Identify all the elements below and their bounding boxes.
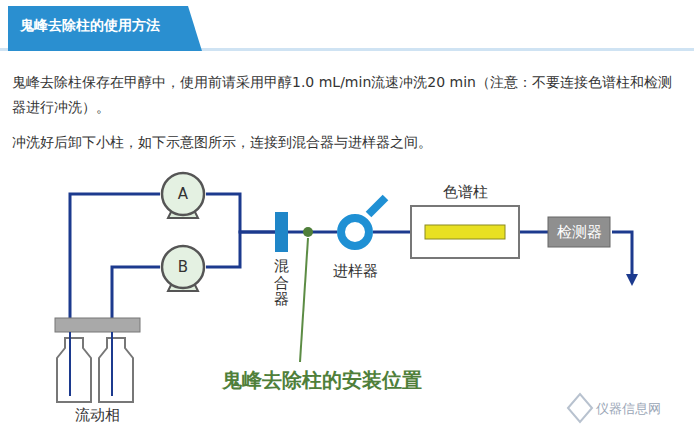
flow-pipe: [70, 194, 160, 318]
paragraph-text: 鬼峰去除柱保存在甲醇中，使用前请采用甲醇1.0 mL/min流速冲洗20 min…: [12, 70, 682, 120]
detector-box: 检测器: [548, 217, 610, 247]
node-label: 混合器: [274, 258, 289, 308]
injector-outline: [337, 214, 373, 250]
leader-line: [300, 238, 308, 362]
pump-b: B: [160, 245, 206, 293]
mixer-outline: [275, 212, 288, 252]
node-label: 流动相: [75, 406, 120, 425]
flow-pipe: [112, 267, 160, 318]
watermark-text: 仪器信息网: [596, 400, 661, 418]
column-outline: [410, 205, 520, 259]
flow-pipe: [520, 231, 548, 234]
mixer-block: 混合器: [275, 212, 288, 252]
bottles-outline: [55, 318, 140, 402]
watermark-icon: [568, 394, 592, 422]
flow-pipe: [373, 231, 410, 234]
callout-label: 鬼峰去除柱的安装位置: [222, 367, 422, 394]
node-label: 检测器: [557, 223, 602, 242]
pump-a: A: [160, 172, 206, 220]
flow-pipe: [206, 194, 275, 232]
node-label: A: [178, 185, 188, 203]
install-dot: [303, 227, 313, 237]
waste-arrow: [626, 274, 638, 286]
flow-pipe: [206, 232, 275, 267]
mobile-phase-bottles: 流动相: [55, 318, 140, 402]
column-box: 色谱柱: [410, 205, 520, 259]
node-label: 进样器: [333, 262, 378, 281]
node-label: 色谱柱: [443, 183, 488, 202]
waste-line: [612, 232, 632, 276]
header-tab: [8, 6, 202, 51]
header-title: 鬼峰去除柱的使用方法: [20, 17, 160, 35]
paragraph-text: 冲洗好后卸下小柱，如下示意图所示，连接到混合器与进样器之间。: [12, 130, 682, 155]
injector-valve: 进样器: [337, 214, 373, 250]
node-label: B: [178, 258, 188, 276]
